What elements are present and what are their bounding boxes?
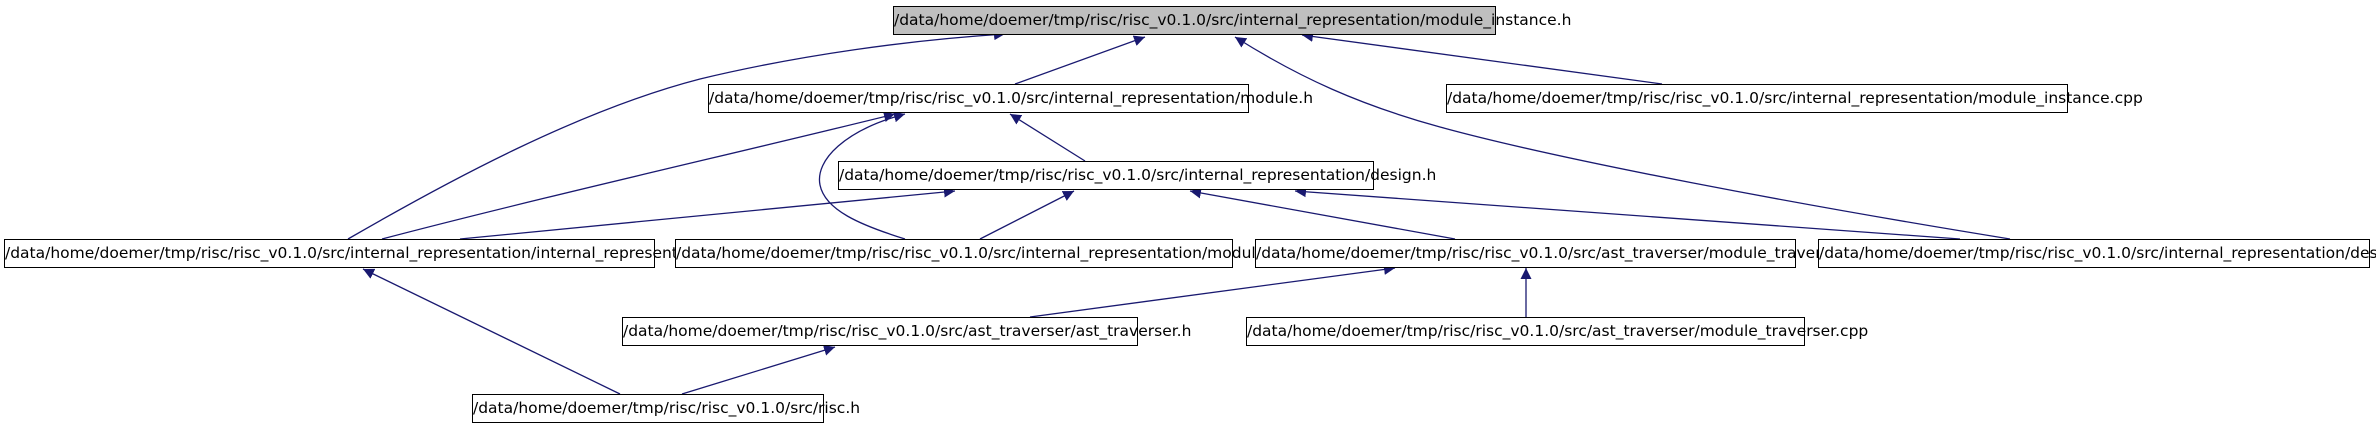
edge-module-traverser-h-to-design-h	[1189, 187, 1456, 240]
node-module-instance-cpp[interactable]: /data/home/doemer/tmp/risc/risc_v0.1.0/s…	[1446, 84, 2143, 113]
node-risc-h[interactable]: /data/home/doemer/tmp/risc/risc_v0.1.0/s…	[472, 394, 860, 423]
edge-internal-representation-h-to-module-h	[381, 111, 896, 240]
edge-design-cpp-to-design-h	[1294, 186, 1961, 240]
edge-internal-representation-h-to-design-h	[459, 186, 956, 240]
edge-module-instance-cpp-to-module-instance-h	[1301, 31, 1663, 85]
node-design-h[interactable]: /data/home/doemer/tmp/risc/risc_v0.1.0/s…	[838, 161, 1436, 190]
edge-module-h-to-module-instance-h	[1014, 35, 1146, 85]
edge-risc-h-to-ast-traverser-h	[681, 344, 836, 395]
node-design-cpp[interactable]: /data/home/doemer/tmp/risc/risc_v0.1.0/s…	[1818, 239, 2376, 268]
edge-design-h-to-module-h	[1009, 113, 1086, 162]
node-module-h[interactable]: /data/home/doemer/tmp/risc/risc_v0.1.0/s…	[708, 84, 1313, 113]
edge-module-cpp-to-module-h	[818, 111, 906, 240]
node-module-traverser-cpp[interactable]: /data/home/doemer/tmp/risc/risc_v0.1.0/s…	[1246, 317, 1868, 346]
edge-design-cpp-to-module-instance-h	[1234, 36, 2011, 240]
edge-ast-traverser-h-to-module-traverser-h	[1029, 264, 1396, 318]
node-internal-representation-h[interactable]: /data/home/doemer/tmp/risc/risc_v0.1.0/s…	[4, 239, 732, 268]
node-ast-traverser-h[interactable]: /data/home/doemer/tmp/risc/risc_v0.1.0/s…	[622, 317, 1191, 346]
edge-risc-h-to-internal-representation-h	[362, 268, 621, 395]
edge-internal-representation-h-to-module-instance-h	[347, 29, 1006, 240]
node-module-traverser-h[interactable]: /data/home/doemer/tmp/risc/risc_v0.1.0/s…	[1255, 239, 1859, 268]
edge-module-cpp-to-design-h	[979, 190, 1075, 240]
node-module-instance-h: /data/home/doemer/tmp/risc/risc_v0.1.0/s…	[893, 6, 1571, 35]
node-module-cpp[interactable]: /data/home/doemer/tmp/risc/risc_v0.1.0/s…	[675, 239, 1298, 268]
